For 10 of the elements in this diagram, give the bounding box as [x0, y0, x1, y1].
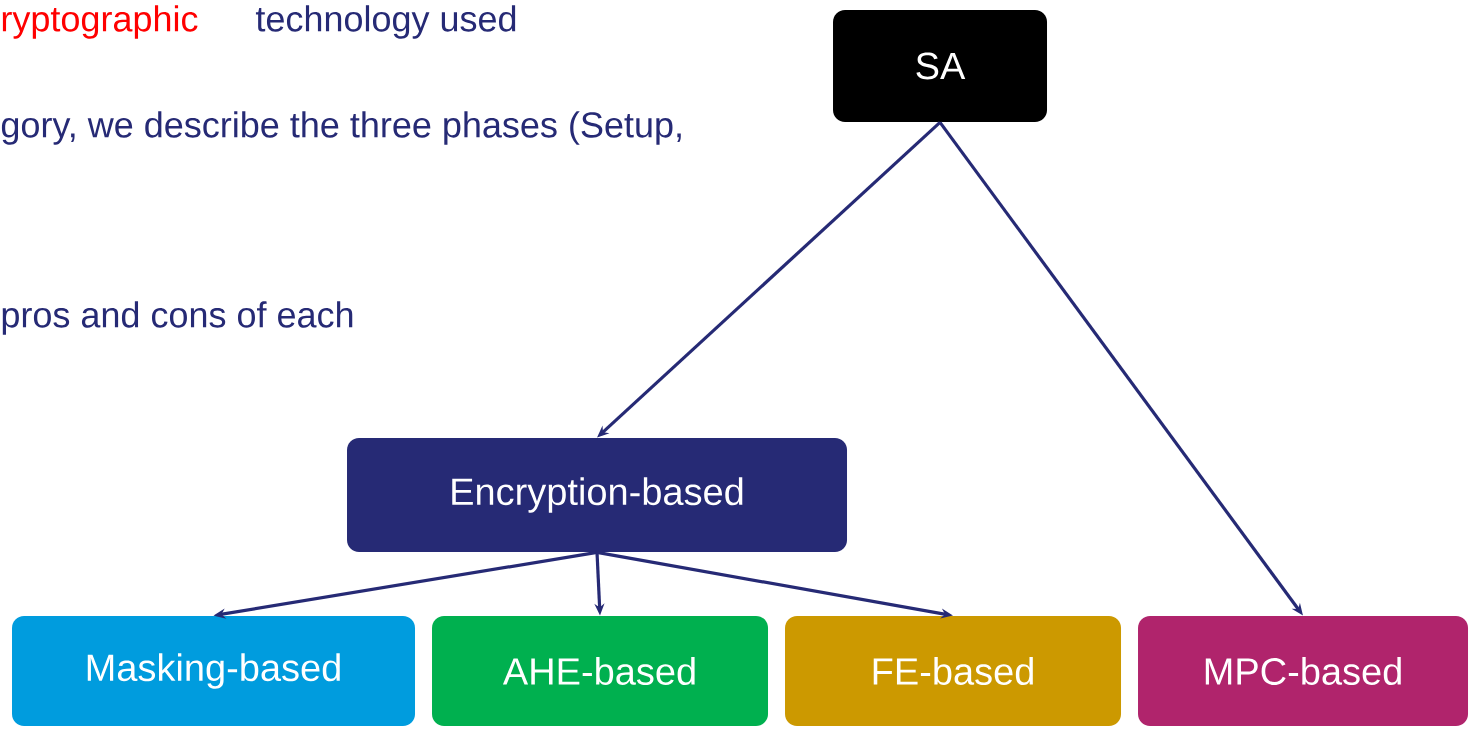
body-text: ryptographic	[2, 5, 198, 39]
body-text: technology used	[255, 5, 516, 39]
root-box: SA	[833, 10, 1047, 122]
method-box: FE-based	[785, 616, 1121, 726]
body-text: gory, we describe the three phases (Setup,	[1, 111, 681, 145]
body-text: pros and cons of each	[2, 301, 353, 335]
method-box: AHE-based	[432, 616, 768, 726]
category-box: Encryption-based	[347, 438, 847, 552]
method-box: Masking-based	[12, 616, 415, 726]
method-box: MPC-based	[1138, 616, 1468, 726]
